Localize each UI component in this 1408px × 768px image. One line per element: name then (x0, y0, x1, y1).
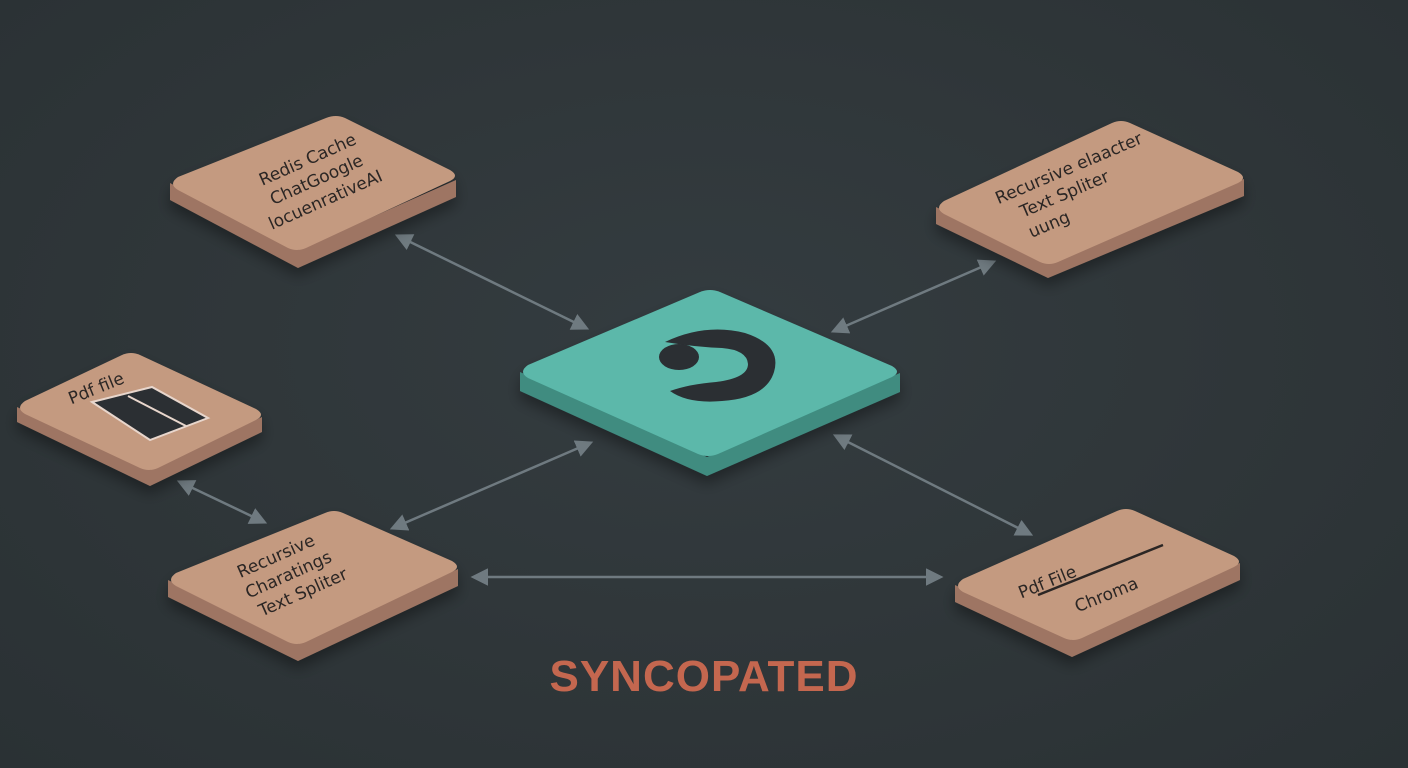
tile-side (17, 407, 262, 486)
brand-wordmark: SYNCOPATED (549, 652, 859, 701)
tile-top (958, 509, 1239, 640)
tile-top (939, 121, 1243, 264)
hub-node[interactable] (520, 290, 900, 476)
node-pdf-chroma[interactable] (955, 509, 1240, 657)
connector-chroma-hub (832, 434, 1034, 536)
connector-pdf-recursive (176, 480, 268, 524)
hub-side (520, 372, 900, 476)
tile-top (173, 116, 455, 250)
divider-line (1037, 543, 1164, 597)
connectors (176, 234, 1034, 586)
tile-side (170, 180, 456, 268)
connector-redis-hub (394, 234, 590, 330)
connector-recursive-top-hub (830, 259, 997, 334)
document-window-icon (89, 385, 211, 442)
connector-recursive-bottom-hub (389, 440, 594, 531)
tile-side (168, 569, 458, 661)
crescent-logo-icon (659, 329, 776, 402)
node-redis-cache[interactable] (170, 116, 456, 268)
tile-side (936, 179, 1244, 278)
node-recursive-bottom[interactable] (168, 511, 458, 661)
hub-top (523, 290, 897, 456)
tile-top (171, 511, 457, 644)
node-recursive-top[interactable] (936, 121, 1244, 278)
tile-side (955, 563, 1240, 657)
